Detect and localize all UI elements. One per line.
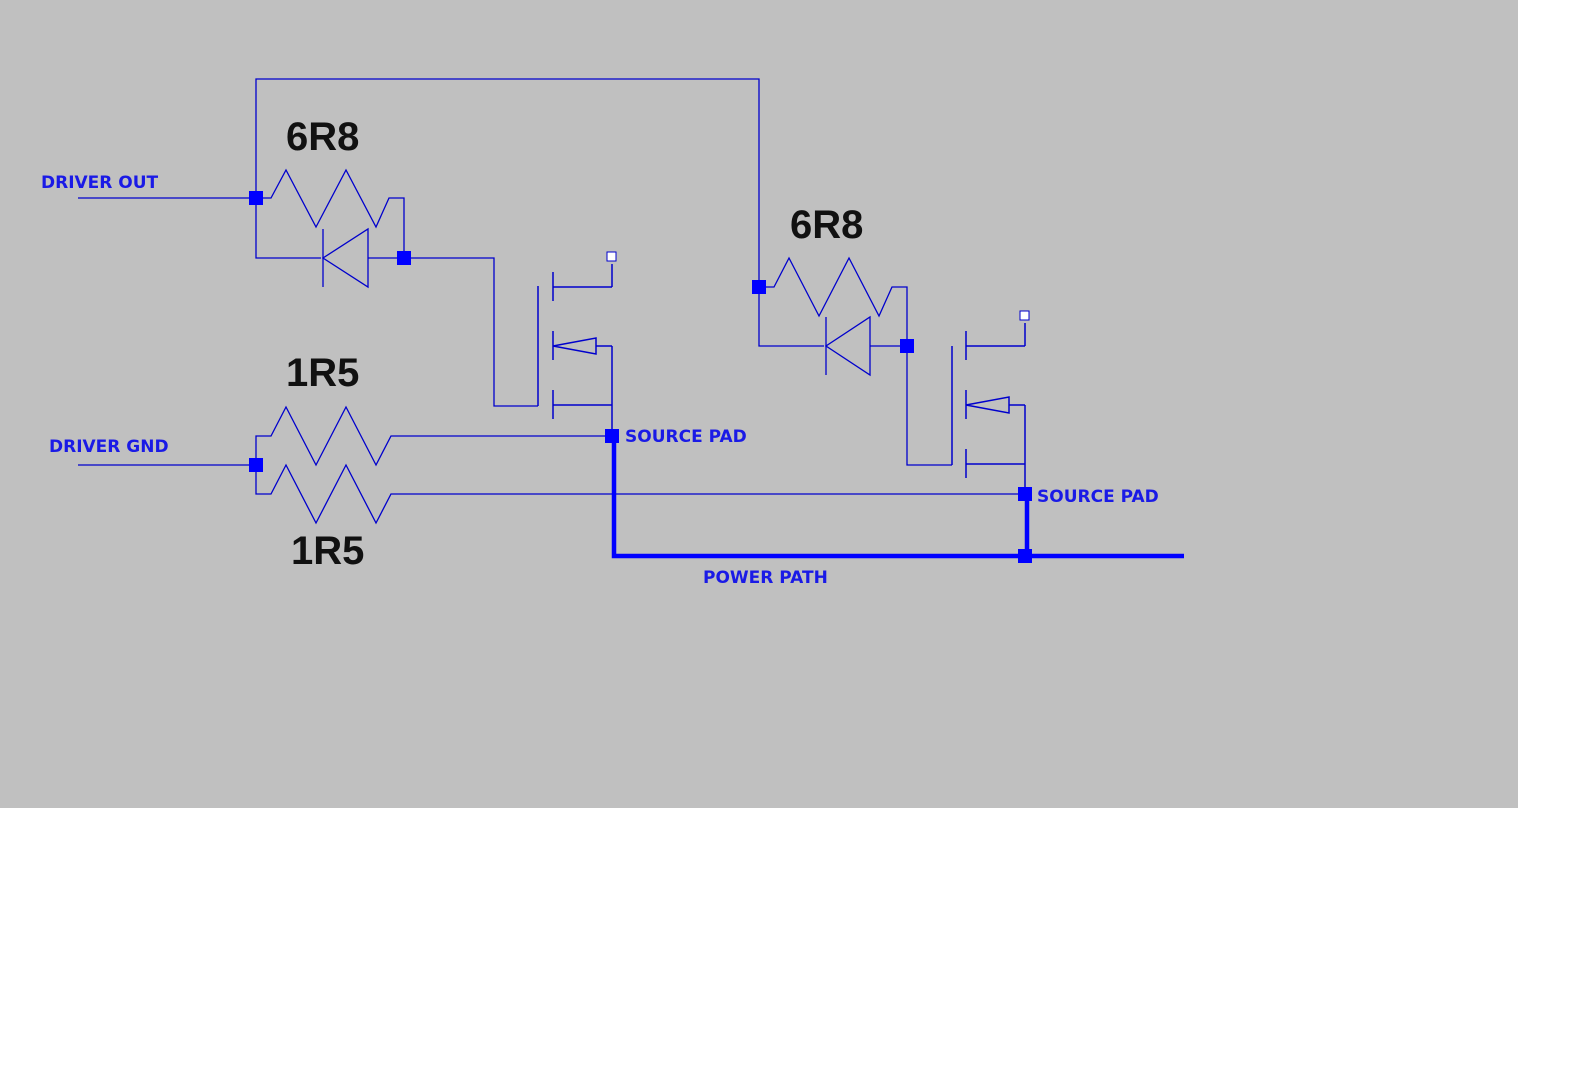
node-source-pad-1 xyxy=(605,429,619,443)
gate-wire-1 xyxy=(404,257,538,407)
gate-wire-2 xyxy=(906,346,952,466)
gate-diode-2 xyxy=(758,287,907,377)
kelvin-resistor-1 xyxy=(255,405,612,467)
value-gate-resistor-2: 6R8 xyxy=(790,203,863,247)
node-gate-bus-2 xyxy=(752,280,766,294)
kelvin-resistor-2 xyxy=(255,463,1025,525)
power-path-wire xyxy=(611,436,1184,559)
label-driver-gnd: DRIVER GND xyxy=(49,437,169,457)
node-driver-out xyxy=(249,191,263,205)
node-gate-1 xyxy=(397,251,411,265)
node-driver-gnd xyxy=(249,458,263,472)
value-gate-resistor-1: 6R8 xyxy=(286,115,359,159)
label-driver-out: DRIVER OUT xyxy=(41,173,159,193)
gate-bus-wire xyxy=(255,78,760,287)
drain-pin-2 xyxy=(1019,310,1030,321)
value-kelvin-resistor-1: 1R5 xyxy=(286,351,359,395)
label-source-pad-2: SOURCE PAD xyxy=(1037,487,1159,507)
label-source-pad-1: SOURCE PAD xyxy=(625,427,747,447)
drain-pin-1 xyxy=(606,251,617,262)
node-gate-2 xyxy=(900,339,914,353)
value-kelvin-resistor-2: 1R5 xyxy=(291,529,364,573)
node-source-pad-2 xyxy=(1018,487,1032,501)
node-power-path xyxy=(1018,549,1032,563)
label-power-path: POWER PATH xyxy=(703,568,828,588)
gate-resistor-2 xyxy=(759,256,908,346)
gate-resistor-1 xyxy=(256,168,405,258)
gate-diode-1 xyxy=(255,198,404,289)
mosfet-2 xyxy=(951,323,1026,494)
